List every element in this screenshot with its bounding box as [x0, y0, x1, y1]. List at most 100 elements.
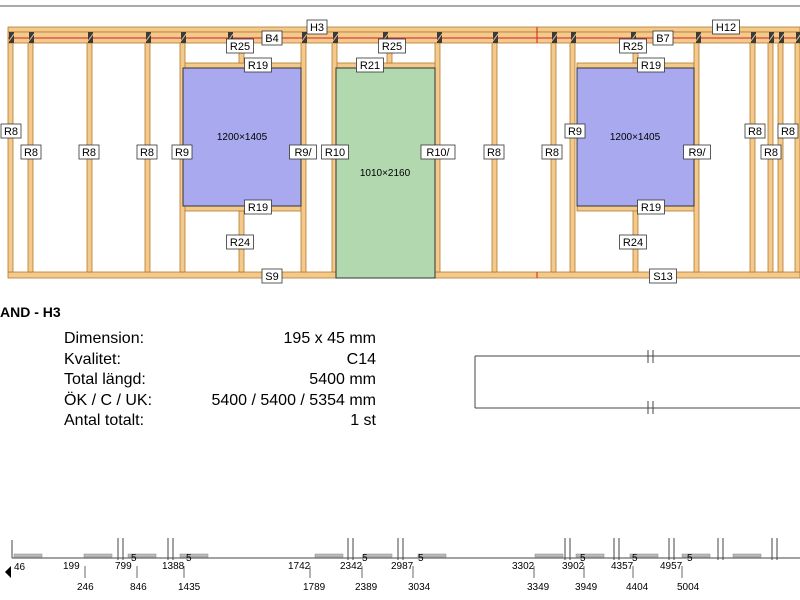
ruler-gap-label: 5: [632, 553, 638, 564]
tag-b4: B4: [261, 30, 283, 46]
tag-r9b: R9/: [683, 144, 711, 160]
door-opening: [335, 67, 436, 279]
tag-r19-text: R19: [641, 60, 661, 72]
stud-hatch-line: [8, 33, 15, 42]
spec-row: Antal totalt: 1 st: [64, 412, 376, 433]
section-profile: [474, 350, 800, 414]
ruler-segment: [314, 553, 344, 558]
tag-r8: R8: [744, 123, 766, 139]
top-plate: [7, 26, 800, 33]
ruler-start-label: 46: [14, 562, 26, 573]
spec-value: 1 st: [350, 412, 376, 429]
ruler-segment: [534, 553, 564, 558]
stud: [749, 42, 756, 273]
tag-r24: R24: [226, 234, 254, 250]
tag-r9b: R9/: [289, 144, 317, 160]
tag-s9: S9: [261, 268, 283, 284]
window-opening-1: [182, 67, 302, 207]
tag-r8: R8: [777, 123, 799, 139]
spec-label: Kvalitet:: [64, 350, 121, 368]
ruler-gap-label: 5: [580, 553, 586, 564]
tag-r10-text: R10: [325, 147, 345, 159]
ruler-lower-value: 3349: [527, 582, 550, 593]
tag-h12: H12: [712, 19, 740, 35]
tag-b7-text: B7: [656, 33, 669, 45]
ruler-segment: [363, 553, 393, 558]
tag-r8: R8: [78, 144, 100, 160]
spec-label: Antal totalt:: [64, 412, 145, 429]
ruler-segment: [13, 553, 43, 558]
ruler-lower-value: 4404: [626, 582, 649, 593]
stud-hatch-line: [87, 33, 94, 42]
ruler-upper-value: 2342: [340, 561, 363, 572]
ruler-lower-value: 846: [130, 582, 147, 593]
tag-r8-text: R8: [487, 147, 501, 159]
stud: [794, 42, 800, 273]
spec-row: Kvalitet: C14: [64, 351, 376, 372]
stud: [569, 42, 576, 273]
spec-label: ÖK / C / UK:: [64, 391, 153, 409]
tag-r24-text: R24: [230, 237, 250, 249]
ruler-segment: [417, 553, 447, 558]
stud-hatch-line: [750, 33, 757, 42]
tag-r19-text: R19: [248, 60, 268, 72]
tag-r19: R19: [244, 57, 272, 73]
ruler-upper-value: 2987: [391, 561, 414, 572]
tag-r9: R9: [171, 144, 193, 160]
tag-r25: R25: [619, 38, 647, 54]
ruler-lower-value: 1789: [303, 582, 326, 593]
ruler-lower-value: 2389: [355, 582, 378, 593]
tag-r8-text: R8: [140, 147, 154, 159]
spec-value: C14: [346, 350, 376, 368]
ruler-lower-value: 3949: [575, 582, 598, 593]
tag-r10: R10: [321, 144, 349, 160]
tag-r9-text: R9: [568, 126, 582, 138]
tag-r8: R8: [541, 144, 563, 160]
window-header: [182, 62, 302, 69]
spec-table: Dimension:195 x 45 mm Kvalitet:C14 Total…: [64, 330, 376, 433]
tag-r19-text: R19: [641, 202, 661, 214]
spec-value: 5400 / 5400 / 5354 mm: [211, 391, 376, 409]
ruler-gap-label: 5: [131, 553, 137, 564]
tag-b4-text: B4: [265, 33, 278, 45]
tag-r8: R8: [760, 144, 782, 160]
tag-s13-text: S13: [653, 271, 673, 283]
stud-hatch-line: [695, 33, 702, 42]
window-opening-2: [576, 67, 695, 207]
window-sill: [182, 205, 302, 212]
tag-r21-text: R21: [360, 60, 380, 72]
ruler-upper-value: 1742: [288, 561, 311, 572]
ruler-segment: [681, 553, 711, 558]
ruler-upper-value: 3902: [562, 561, 585, 572]
stud-hatch-line: [570, 33, 577, 42]
ruler-lower-value: 246: [77, 582, 94, 593]
tag-r10b: R10/: [420, 144, 456, 160]
tag-r8-text: R8: [748, 126, 762, 138]
tag-r8: R8: [0, 123, 22, 139]
spec-label: Total längd:: [64, 371, 146, 388]
stud-hatch-line: [795, 34, 800, 42]
tag-r21: R21: [356, 57, 384, 73]
tag-h12-text: H12: [716, 22, 736, 34]
door-header: [332, 62, 439, 69]
ruler-segment: [732, 553, 762, 558]
spec-row: ÖK / C / UK: 5400 / 5400 / 5354 mm: [64, 392, 376, 413]
wall-title: AND - H3: [0, 304, 61, 320]
ruler-upper-value: 799: [115, 561, 132, 572]
stud-hatch-line: [551, 33, 558, 42]
tag-r8-text: R8: [82, 147, 96, 159]
tag-r9b-text: R9/: [688, 147, 706, 159]
window-2-size: 1200×1405: [610, 132, 661, 143]
ruler-gap-label: 5: [186, 553, 192, 564]
tag-r8-text: R8: [764, 147, 778, 159]
ruler-arrow: [5, 566, 11, 578]
tag-s13: S13: [649, 268, 677, 284]
tag-r8-text: R8: [4, 126, 18, 138]
tag-r19: R19: [244, 199, 272, 215]
tag-r8: R8: [483, 144, 505, 160]
stud-hatch-line: [768, 33, 775, 42]
tag-r19: R19: [637, 57, 665, 73]
ruler-segment: [127, 553, 157, 558]
spec-label: Dimension:: [64, 330, 145, 347]
